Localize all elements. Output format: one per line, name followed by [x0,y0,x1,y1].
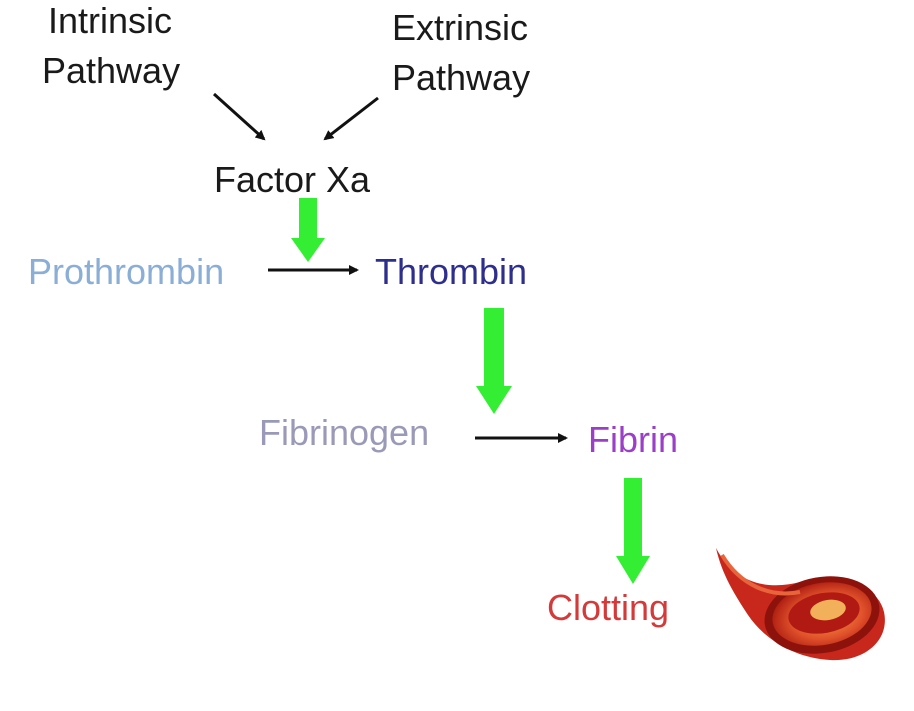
blood-vessel-icon [716,548,885,661]
factor-xa-green-arrow-icon [291,198,325,262]
fibrinogen-label: Fibrinogen [259,412,430,453]
thrombin-label: Thrombin [375,251,528,292]
intrinsic-line2: Pathway [42,50,181,91]
clotting-label: Clotting [547,587,670,628]
extrinsic-line2: Pathway [392,57,531,98]
extrinsic-line1: Extrinsic [392,7,529,48]
thrombin-green-arrow-icon [476,308,512,414]
intrinsic-to-factor-xa-arrow-icon [212,92,266,141]
extrinsic-pathway-label: Extrinsic Pathway [392,3,530,103]
intrinsic-pathway-label: Intrinsic Pathway [42,0,180,96]
factor-xa-label: Factor Xa [214,159,371,200]
intrinsic-line1: Intrinsic [48,0,173,41]
fibrin-green-arrow-icon [616,478,650,584]
fibrin-label: Fibrin [588,419,679,460]
prothrombin-label: Prothrombin [28,251,225,292]
extrinsic-to-factor-xa-arrow-icon [323,96,379,141]
